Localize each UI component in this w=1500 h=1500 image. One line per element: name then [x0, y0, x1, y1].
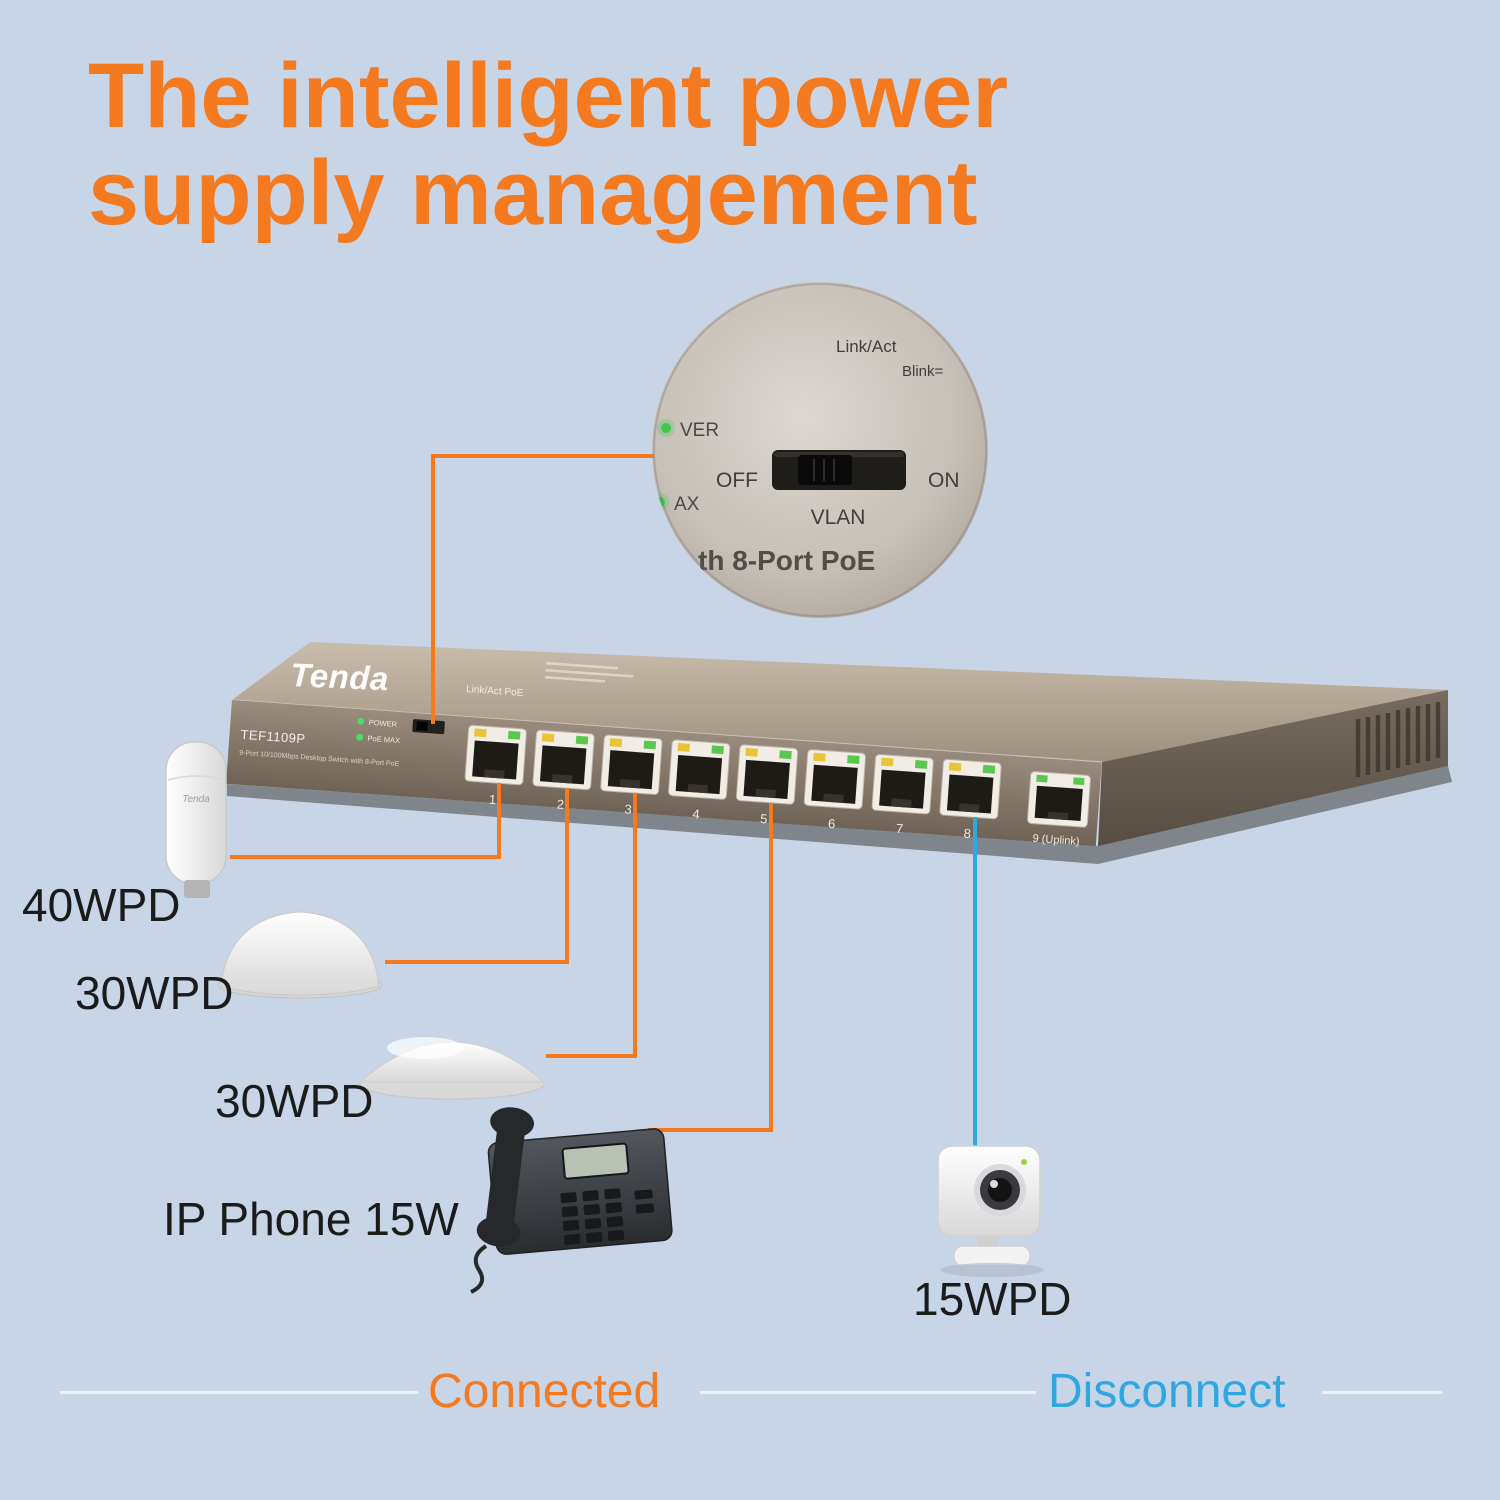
poe-port-7: 7	[871, 753, 934, 836]
vlan-switch-knob	[798, 455, 852, 485]
legend-line-right	[1322, 1391, 1442, 1394]
title-line-2: supply management	[88, 141, 978, 244]
inset-poe-caption: th 8-Port PoE	[698, 545, 875, 576]
pointer-line-vlan	[431, 454, 654, 724]
title-line-1: The intelligent power	[88, 45, 1009, 147]
device-ip-phone	[470, 1107, 673, 1294]
camera-status-led	[1021, 1159, 1027, 1165]
legend-connected-label: Connected	[428, 1365, 661, 1418]
connection-line-port1	[230, 783, 501, 859]
poe-port-4: 4	[668, 739, 731, 822]
inset-off-label: OFF	[716, 469, 758, 492]
phone-cord	[470, 1244, 488, 1294]
outdoor-ap-badge: Tenda	[182, 794, 210, 805]
port-number: 4	[692, 806, 700, 821]
power-led-label: POWER	[368, 718, 397, 729]
port-header-label: Link/Act PoE	[466, 684, 524, 699]
top-edge-highlight	[231, 699, 1103, 763]
inset-power-led-halo	[657, 419, 675, 437]
model-label: TEF1109P	[240, 727, 306, 747]
vlan-toggle-mini	[412, 719, 445, 735]
inset-max-label: AX	[674, 494, 700, 515]
device-label-15wpd: 15WPD	[913, 1273, 1072, 1325]
tenda-logo: Tenda	[290, 656, 390, 697]
connection-line-port3	[546, 793, 637, 1058]
inset-power-label: VER	[680, 420, 719, 441]
inset-rim	[653, 283, 987, 617]
connection-lines	[230, 454, 977, 1158]
legend-disconnect-label: Disconnect	[1048, 1365, 1286, 1418]
micro-print-lines	[544, 662, 634, 683]
poe-max-led-label: PoE MAX	[367, 734, 400, 745]
page-title: The intelligent power supply management	[88, 48, 1008, 241]
poe-port-1: 1	[464, 724, 527, 807]
device-label-ip-phone: IP Phone 15W	[163, 1193, 459, 1245]
legend-line-middle	[700, 1391, 1036, 1394]
poe-port-6: 6	[803, 749, 867, 831]
camera-lens-glint	[990, 1180, 998, 1188]
outdoor-ap-seam	[167, 775, 225, 781]
port-number: 2	[556, 797, 564, 812]
device-label-40wpd: 40WPD	[22, 879, 181, 931]
poe-port-3: 3	[600, 734, 663, 817]
legend-line-left	[60, 1391, 418, 1394]
connection-line-port5	[648, 803, 773, 1132]
uplink-label: 9 (Uplink)	[1032, 833, 1080, 848]
port-number: 5	[760, 811, 768, 826]
power-led	[357, 717, 365, 725]
inset-on-label: ON	[928, 469, 960, 492]
poe-port-2: 2	[532, 729, 595, 812]
phone-handset	[476, 1107, 535, 1247]
switch-device: Tenda Link/Act PoE TEF1109P 9-Port 10/10…	[225, 642, 1452, 864]
device-dome-ap	[358, 1037, 546, 1100]
phone-screen	[561, 1142, 630, 1180]
switch-end-face	[1098, 690, 1448, 846]
port-number: 1	[488, 792, 496, 807]
camera-shadow	[940, 1263, 1044, 1277]
uplink-port: 9 (Uplink)	[1027, 771, 1092, 848]
phone-keypad	[560, 1188, 655, 1245]
poe-port-5: 5	[735, 744, 799, 827]
port-number: 6	[828, 816, 836, 831]
poe-port-8: 8	[939, 758, 1002, 841]
device-label-30wpd-1: 30WPD	[75, 967, 234, 1019]
poe-max-led	[356, 733, 364, 741]
inset-blink-label: Blink=	[902, 363, 944, 380]
port-number: 3	[624, 801, 632, 816]
device-cone-ap	[217, 911, 383, 999]
zoom-inset: Link/Act Blink= VER AX OFF	[652, 282, 988, 618]
switch-top-face	[232, 642, 1448, 762]
device-ip-camera	[937, 1145, 1044, 1277]
outdoor-ap-mount	[184, 880, 210, 898]
port-number: 8	[963, 826, 971, 841]
inset-vlan-label: VLAN	[811, 506, 866, 529]
camera-neck	[978, 1236, 998, 1248]
inset-power-led	[661, 423, 671, 433]
dome-highlight	[387, 1037, 463, 1059]
inset-linkact-label: Link/Act	[836, 337, 897, 356]
device-label-30wpd-2: 30WPD	[215, 1075, 374, 1127]
connection-line-port2	[385, 788, 569, 964]
device-outdoor-ap: Tenda	[165, 741, 227, 898]
switch-shadow	[227, 766, 1452, 864]
vent-grille	[1355, 702, 1441, 777]
port-number: 7	[895, 821, 903, 836]
